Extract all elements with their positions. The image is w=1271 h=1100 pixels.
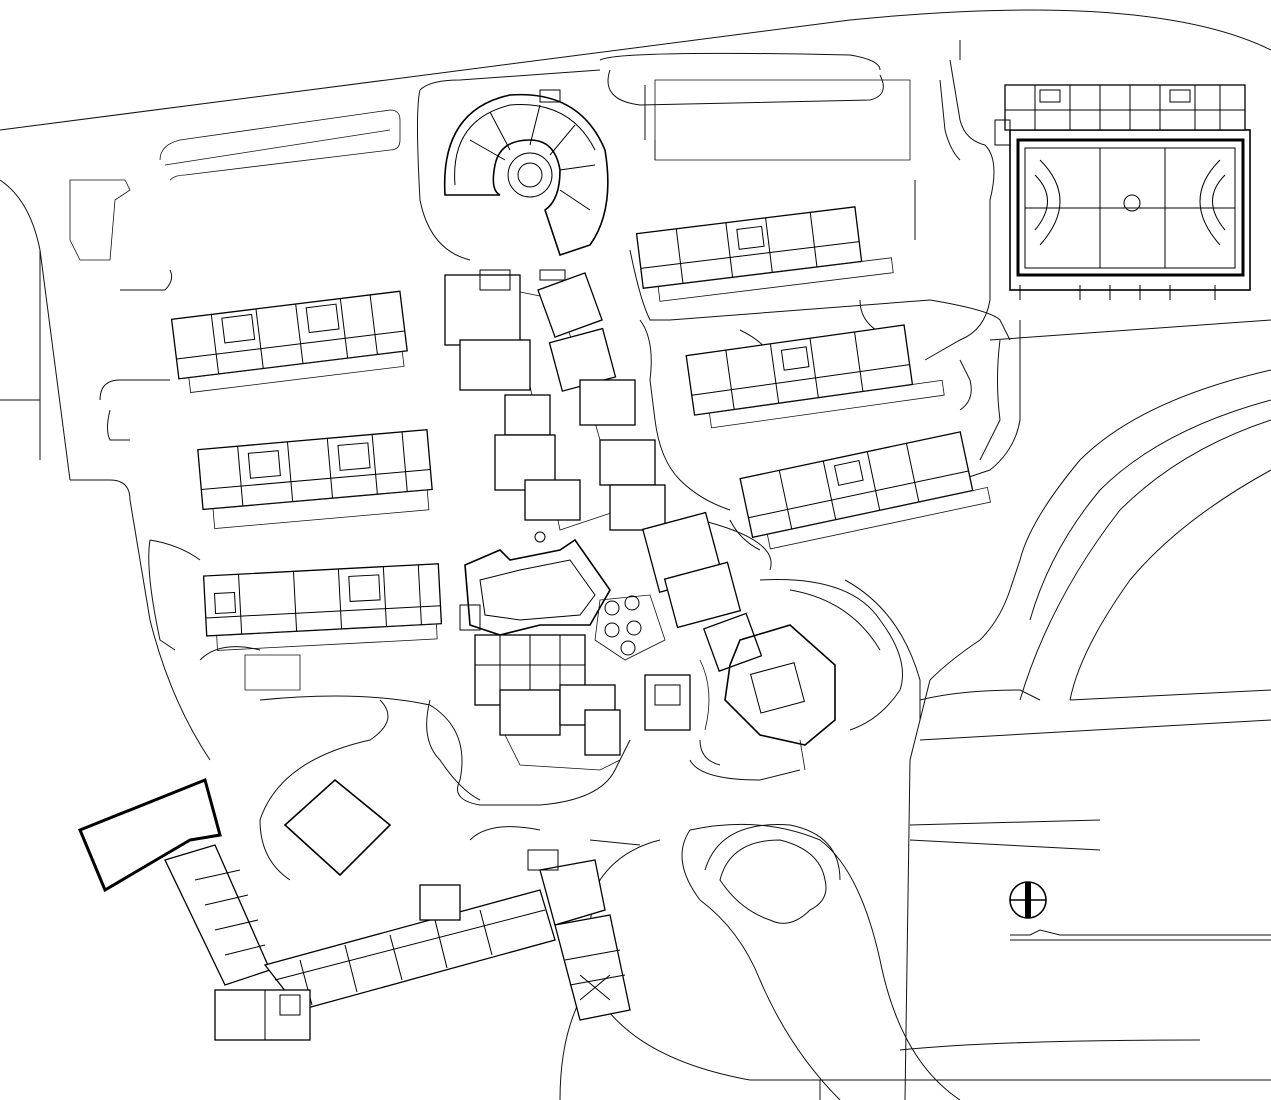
gymnasium: [994, 84, 1251, 300]
park-diamond: [283, 778, 392, 877]
right-wing-3: [739, 431, 991, 550]
east-cluster: [642, 511, 836, 771]
north-arrow-icon: [1009, 881, 1047, 919]
left-wing-2: [197, 428, 433, 529]
courtyard: [594, 594, 666, 661]
road-network: [0, 9, 1271, 1100]
semicircle-building: [443, 89, 609, 257]
right-wing-2: [685, 324, 945, 429]
parking-lots: [69, 79, 911, 691]
central-spine: [444, 269, 666, 531]
southwest-building: [78, 777, 631, 1041]
central-hub: [459, 531, 621, 771]
left-wing-3: [202, 563, 443, 651]
right-wing-1: [635, 206, 894, 302]
left-wing-1: [170, 290, 408, 393]
